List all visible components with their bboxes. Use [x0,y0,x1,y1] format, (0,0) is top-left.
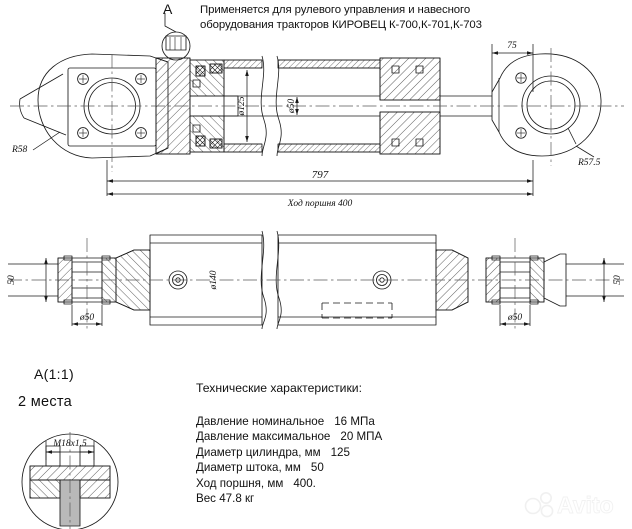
detail-view-count: 2 места [18,394,73,410]
spec-row: Вес 47.8 кг [196,491,382,506]
dim-pin-bore-right: ø50 [507,313,523,323]
dim-eye-width-left: 50 [7,275,17,285]
dim-thread: M18x1.5 [52,439,87,449]
spec-row: Ход поршня, мм 400. [196,476,382,491]
spec-value: 50 [310,461,324,475]
dimension-text: 797 Ход поршня 400 75 R58 R57.5 ø125 ø50… [7,1,623,449]
spec-label: Диаметр штока, мм [196,461,301,475]
avito-watermark: Avito [524,486,624,520]
spec-row: Диаметр штока, мм 50 [196,460,382,475]
spec-label: Давление номинальное [196,415,325,428]
dim-body-diameter: ø140 [209,270,219,290]
dim-overall-length: 797 [312,169,329,181]
dim-rod-diameter: ø50 [287,99,297,115]
spec-value: 16 МПа [334,415,375,428]
detail-view-a [21,433,119,529]
spec-value: 125 [330,445,350,459]
spec-row: Давление номинальное 16 МПа [196,414,382,429]
spec-label: Вес 47.8 кг [196,492,255,506]
detail-view-label: A(1:1) [34,366,74,382]
dim-eye-width-right: 50 [613,275,623,285]
dim-bore-diameter: ø125 [237,96,247,116]
spec-row: Давление максимальное 20 МПА [196,429,382,444]
center-lines [8,48,624,529]
application-note: Применяется для рулевого управления и на… [200,4,482,31]
spec-label: Диаметр цилиндра, мм [196,445,321,459]
dimension-lines [32,44,606,460]
spec-label: Ход поршня, мм [196,476,284,490]
dim-left-radius: R58 [11,145,28,155]
bottom-external-view [8,230,624,330]
detail-mark-a: A [163,1,173,17]
spec-label: Давление максимальное [196,430,331,444]
spec-row: Диаметр цилиндра, мм 125 [196,445,382,460]
dim-right-radius: R57.5 [577,158,601,168]
spec-value: 20 МПА [340,430,383,444]
watermark-text: Avito [557,492,614,518]
specs-heading: Технические характеристики: [196,381,363,395]
dim-pin-bore-left: ø50 [79,313,95,323]
dim-stroke-note: Ход поршня 400 [287,198,353,209]
dim-rod-end-length: 75 [507,41,517,51]
spec-value: 400. [293,476,316,490]
top-sectional-view [19,13,602,159]
